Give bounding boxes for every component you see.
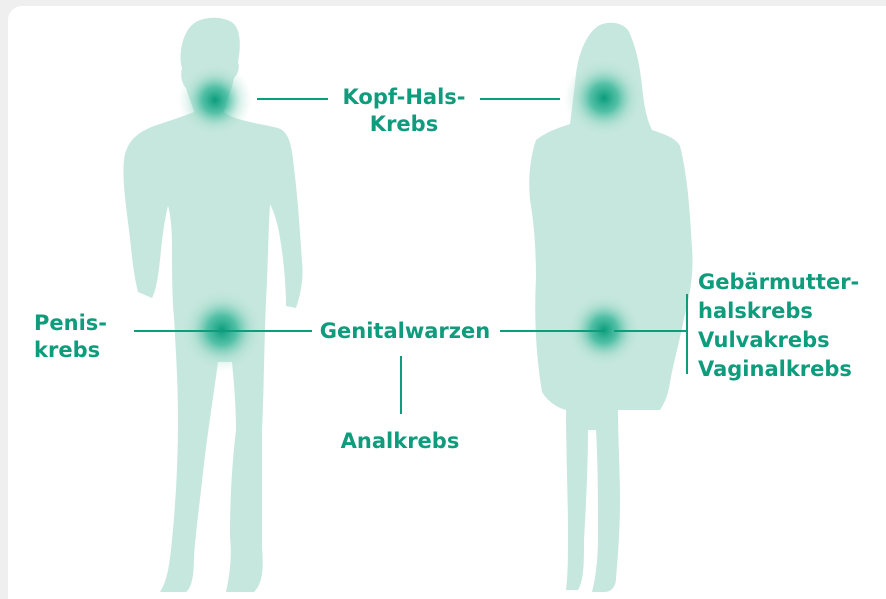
male-neck-hotspot (178, 63, 252, 137)
diagram-card: Kopf-Hals- Krebs Penis- krebs Genitalwar… (8, 6, 886, 599)
label-cervix-line1: Gebärmutter- (698, 268, 859, 297)
line-warts-right (500, 330, 604, 332)
label-head-neck-line1: Kopf-Hals- (330, 84, 478, 111)
label-head-neck-line2: Krebs (330, 111, 478, 138)
female-neck-hotspot (564, 58, 644, 138)
line-head-left (257, 98, 328, 100)
line-penis (134, 330, 226, 332)
label-anal-cancer: Analkrebs (330, 428, 470, 455)
label-penis-line1: Penis- (34, 310, 107, 337)
label-genital-warts-text: Genitalwarzen (320, 319, 490, 343)
label-penile-cancer: Penis- krebs (34, 310, 107, 364)
line-female-bracket (686, 294, 688, 374)
label-cervix-line2: halskrebs (698, 297, 859, 326)
label-vaginal: Vaginalkrebs (698, 355, 859, 384)
label-head-neck-cancer: Kopf-Hals- Krebs (330, 84, 478, 138)
label-penis-line2: krebs (34, 337, 107, 364)
label-female-cancers: Gebärmutter- halskrebs Vulvakrebs Vagina… (698, 268, 859, 384)
line-female-right (614, 330, 686, 332)
label-anal-text: Analkrebs (341, 429, 460, 453)
line-anal (400, 356, 402, 414)
line-head-right (480, 98, 560, 100)
label-vulva: Vulvakrebs (698, 326, 859, 355)
label-genital-warts: Genitalwarzen (310, 318, 500, 345)
line-warts-left (226, 330, 312, 332)
